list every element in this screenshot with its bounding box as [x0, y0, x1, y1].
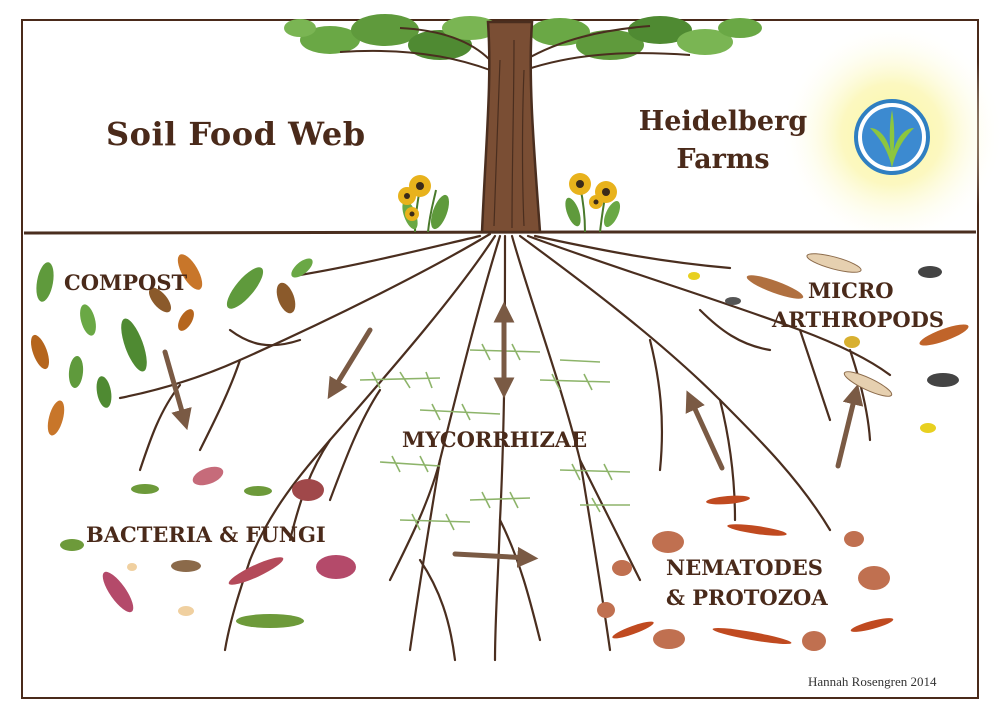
brand-name: Heidelberg Farms — [628, 103, 818, 179]
label-nematodes-protozoa: NEMATODES & PROTOZOA — [666, 553, 828, 613]
tree-branches — [339, 25, 691, 71]
flowers-left — [398, 175, 450, 233]
arrow-right — [452, 546, 539, 568]
label-bacteria-fungi: BACTERIA & FUNGI — [86, 522, 326, 547]
artist-credit: Hannah Rosengren 2014 — [808, 674, 937, 689]
picture-frame — [21, 19, 979, 699]
mycorrhizae-hyphae — [359, 343, 631, 531]
tree-trunk — [480, 20, 542, 234]
flowers-right — [565, 173, 621, 233]
nematodes-protozoa — [597, 495, 894, 651]
arrow-roots-left — [327, 327, 373, 400]
leaf-logo-icon — [854, 99, 930, 175]
brand-line2: Farms — [676, 144, 770, 175]
ground-line — [23, 230, 977, 235]
label-nematodes-line1: NEMATODES — [666, 555, 823, 580]
arrow-arthropod-up — [835, 383, 864, 469]
label-micro-line2: ARTHROPODS — [772, 307, 945, 332]
compost-leaves — [30, 254, 313, 436]
tree-canopy — [284, 14, 762, 60]
bacteria-fungi — [60, 466, 356, 628]
arrow-nematode-up — [685, 390, 725, 471]
label-mycorrhizae: MYCORRHIZAE — [402, 427, 588, 452]
label-micro-line1: MICRO — [808, 278, 894, 303]
label-nematodes-line2: & PROTOZOA — [666, 585, 828, 610]
micro-arthropods — [688, 253, 969, 433]
label-compost: COMPOST — [64, 270, 188, 295]
brand-line1: Heidelberg — [638, 106, 808, 137]
flow-arrows — [162, 301, 864, 568]
page-title: Soil Food Web — [106, 115, 366, 153]
label-micro-arthropods: MICRO ARTHROPODS — [772, 276, 944, 334]
arrow-compost-down — [162, 349, 192, 431]
tree-roots — [118, 232, 892, 662]
